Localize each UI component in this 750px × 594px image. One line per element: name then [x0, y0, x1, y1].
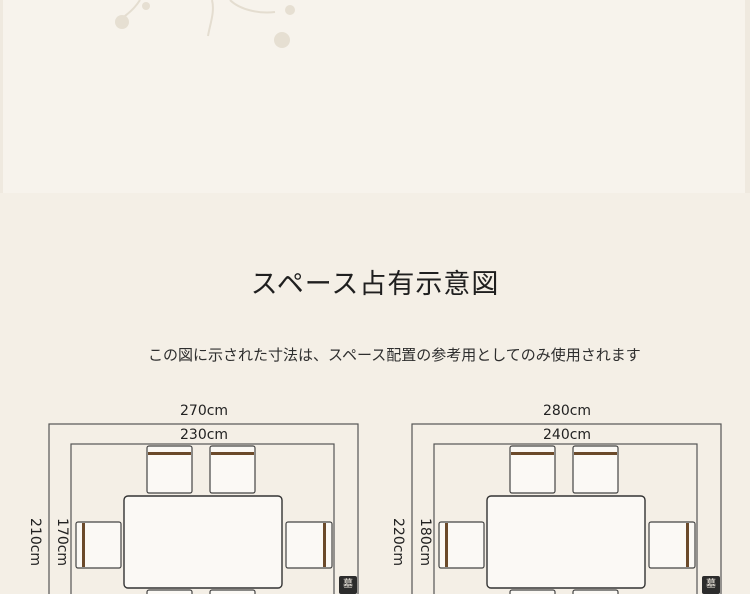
floor-plan-2-drawing — [411, 423, 722, 594]
outer-width-label: 270cm — [180, 403, 229, 419]
outer-depth-label: 210cm — [27, 518, 43, 567]
band-edge-right — [745, 0, 750, 193]
outer-width-label: 280cm — [543, 403, 592, 419]
corner-badge: 墓 — [339, 576, 357, 594]
disclaimer-text: この図に示された寸法は、スペース配置の参考用としてのみ使用されます — [148, 346, 641, 364]
floral-decoration — [115, 0, 295, 48]
decorative-header-band — [0, 0, 750, 193]
floor-plan-2: 280cm 240cm 220cm 180cm 墓 — [390, 400, 723, 594]
inner-depth-label: 180cm — [417, 518, 433, 567]
corner-badge: 墓 — [702, 576, 720, 594]
inner-width-label: 230cm — [180, 427, 229, 443]
band-edge-left — [0, 0, 3, 193]
floor-plan-1-drawing — [48, 423, 359, 594]
inner-depth-label: 170cm — [54, 518, 70, 567]
floor-plan-1: 270cm 230cm 210cm 170cm 墓 — [27, 400, 360, 594]
outer-depth-label: 220cm — [390, 518, 406, 567]
inner-width-label: 240cm — [543, 427, 592, 443]
page-title: スペース占有示意図 — [250, 269, 500, 300]
